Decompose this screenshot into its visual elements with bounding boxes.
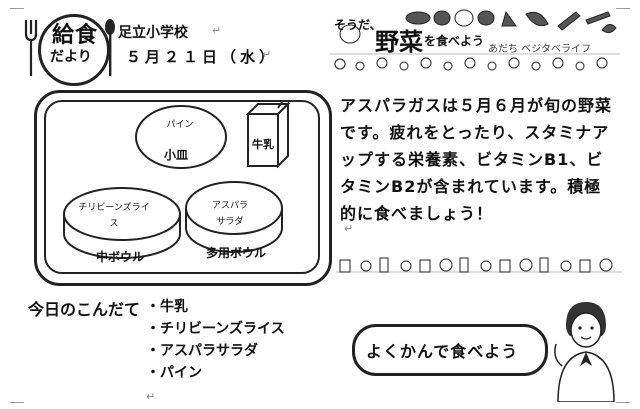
menu-list: 牛乳 チリビーンズライス アスパラサラダ パイン <box>146 296 285 384</box>
tray <box>34 90 332 286</box>
logo-subtitle: だより <box>50 49 92 65</box>
crop-mark <box>616 8 630 9</box>
crop-mark <box>616 402 630 403</box>
vegetable-divider-illustration <box>336 257 622 273</box>
crop-mark <box>10 402 24 403</box>
nutritionist-illustration <box>554 302 615 402</box>
return-mark: ↵ <box>146 390 156 403</box>
newsletter-logo <box>38 14 110 86</box>
tray-inner <box>44 100 320 274</box>
vegetable-title-main: 野菜 <box>375 28 423 56</box>
return-mark: ↵ <box>212 24 222 37</box>
crop-mark <box>10 8 24 9</box>
menu-item: パイン <box>146 362 285 384</box>
return-mark: ↵ <box>344 222 354 235</box>
vegetable-title-suffix: を食べよう <box>424 34 485 48</box>
asparagus-paragraph: アスパラガスは５月６月が旬の野菜です。疲れをとったり、スタミナアップする栄養素、… <box>340 96 613 223</box>
middle-bowl-food: チリビーンズライス <box>78 203 150 229</box>
todays-menu-title: 今日のこんだて <box>28 300 141 319</box>
small-plate <box>135 105 227 169</box>
menu-item: チリビーンズライス <box>146 318 285 340</box>
menu-item: 牛乳 <box>146 296 285 318</box>
milk-label: 牛乳 <box>252 138 274 151</box>
fork-icon <box>24 20 38 76</box>
spoon-icon <box>105 19 115 76</box>
milk-carton-icon <box>245 101 291 169</box>
return-mark: ↵ <box>262 48 272 61</box>
middle-bowl <box>63 187 181 259</box>
small-plate-food: パイン <box>166 120 194 130</box>
vegetable-title-prefix: そうだ、 <box>334 18 382 32</box>
small-plate-label: 小皿 <box>164 148 189 162</box>
school-name: 足立小学校 <box>118 25 188 41</box>
date: ５月２１日（水） <box>126 48 279 66</box>
vegetable-subtitle: あだち ベジタベライフ <box>488 44 591 55</box>
logo-title: 給食 <box>52 23 99 48</box>
multi-use-bowl-label: 多用ボウル <box>206 246 267 260</box>
middle-bowl-label: 中ボウル <box>96 250 145 264</box>
chew-well-message: よくかんで食べよう <box>366 342 519 361</box>
vegetable-banner-illustration <box>330 9 620 71</box>
multi-use-bowl-food: アスパラサラダ <box>211 201 248 227</box>
menu-item: アスパラサラダ <box>146 340 285 362</box>
multi-use-bowl <box>185 181 283 253</box>
message-bubble <box>352 324 548 376</box>
